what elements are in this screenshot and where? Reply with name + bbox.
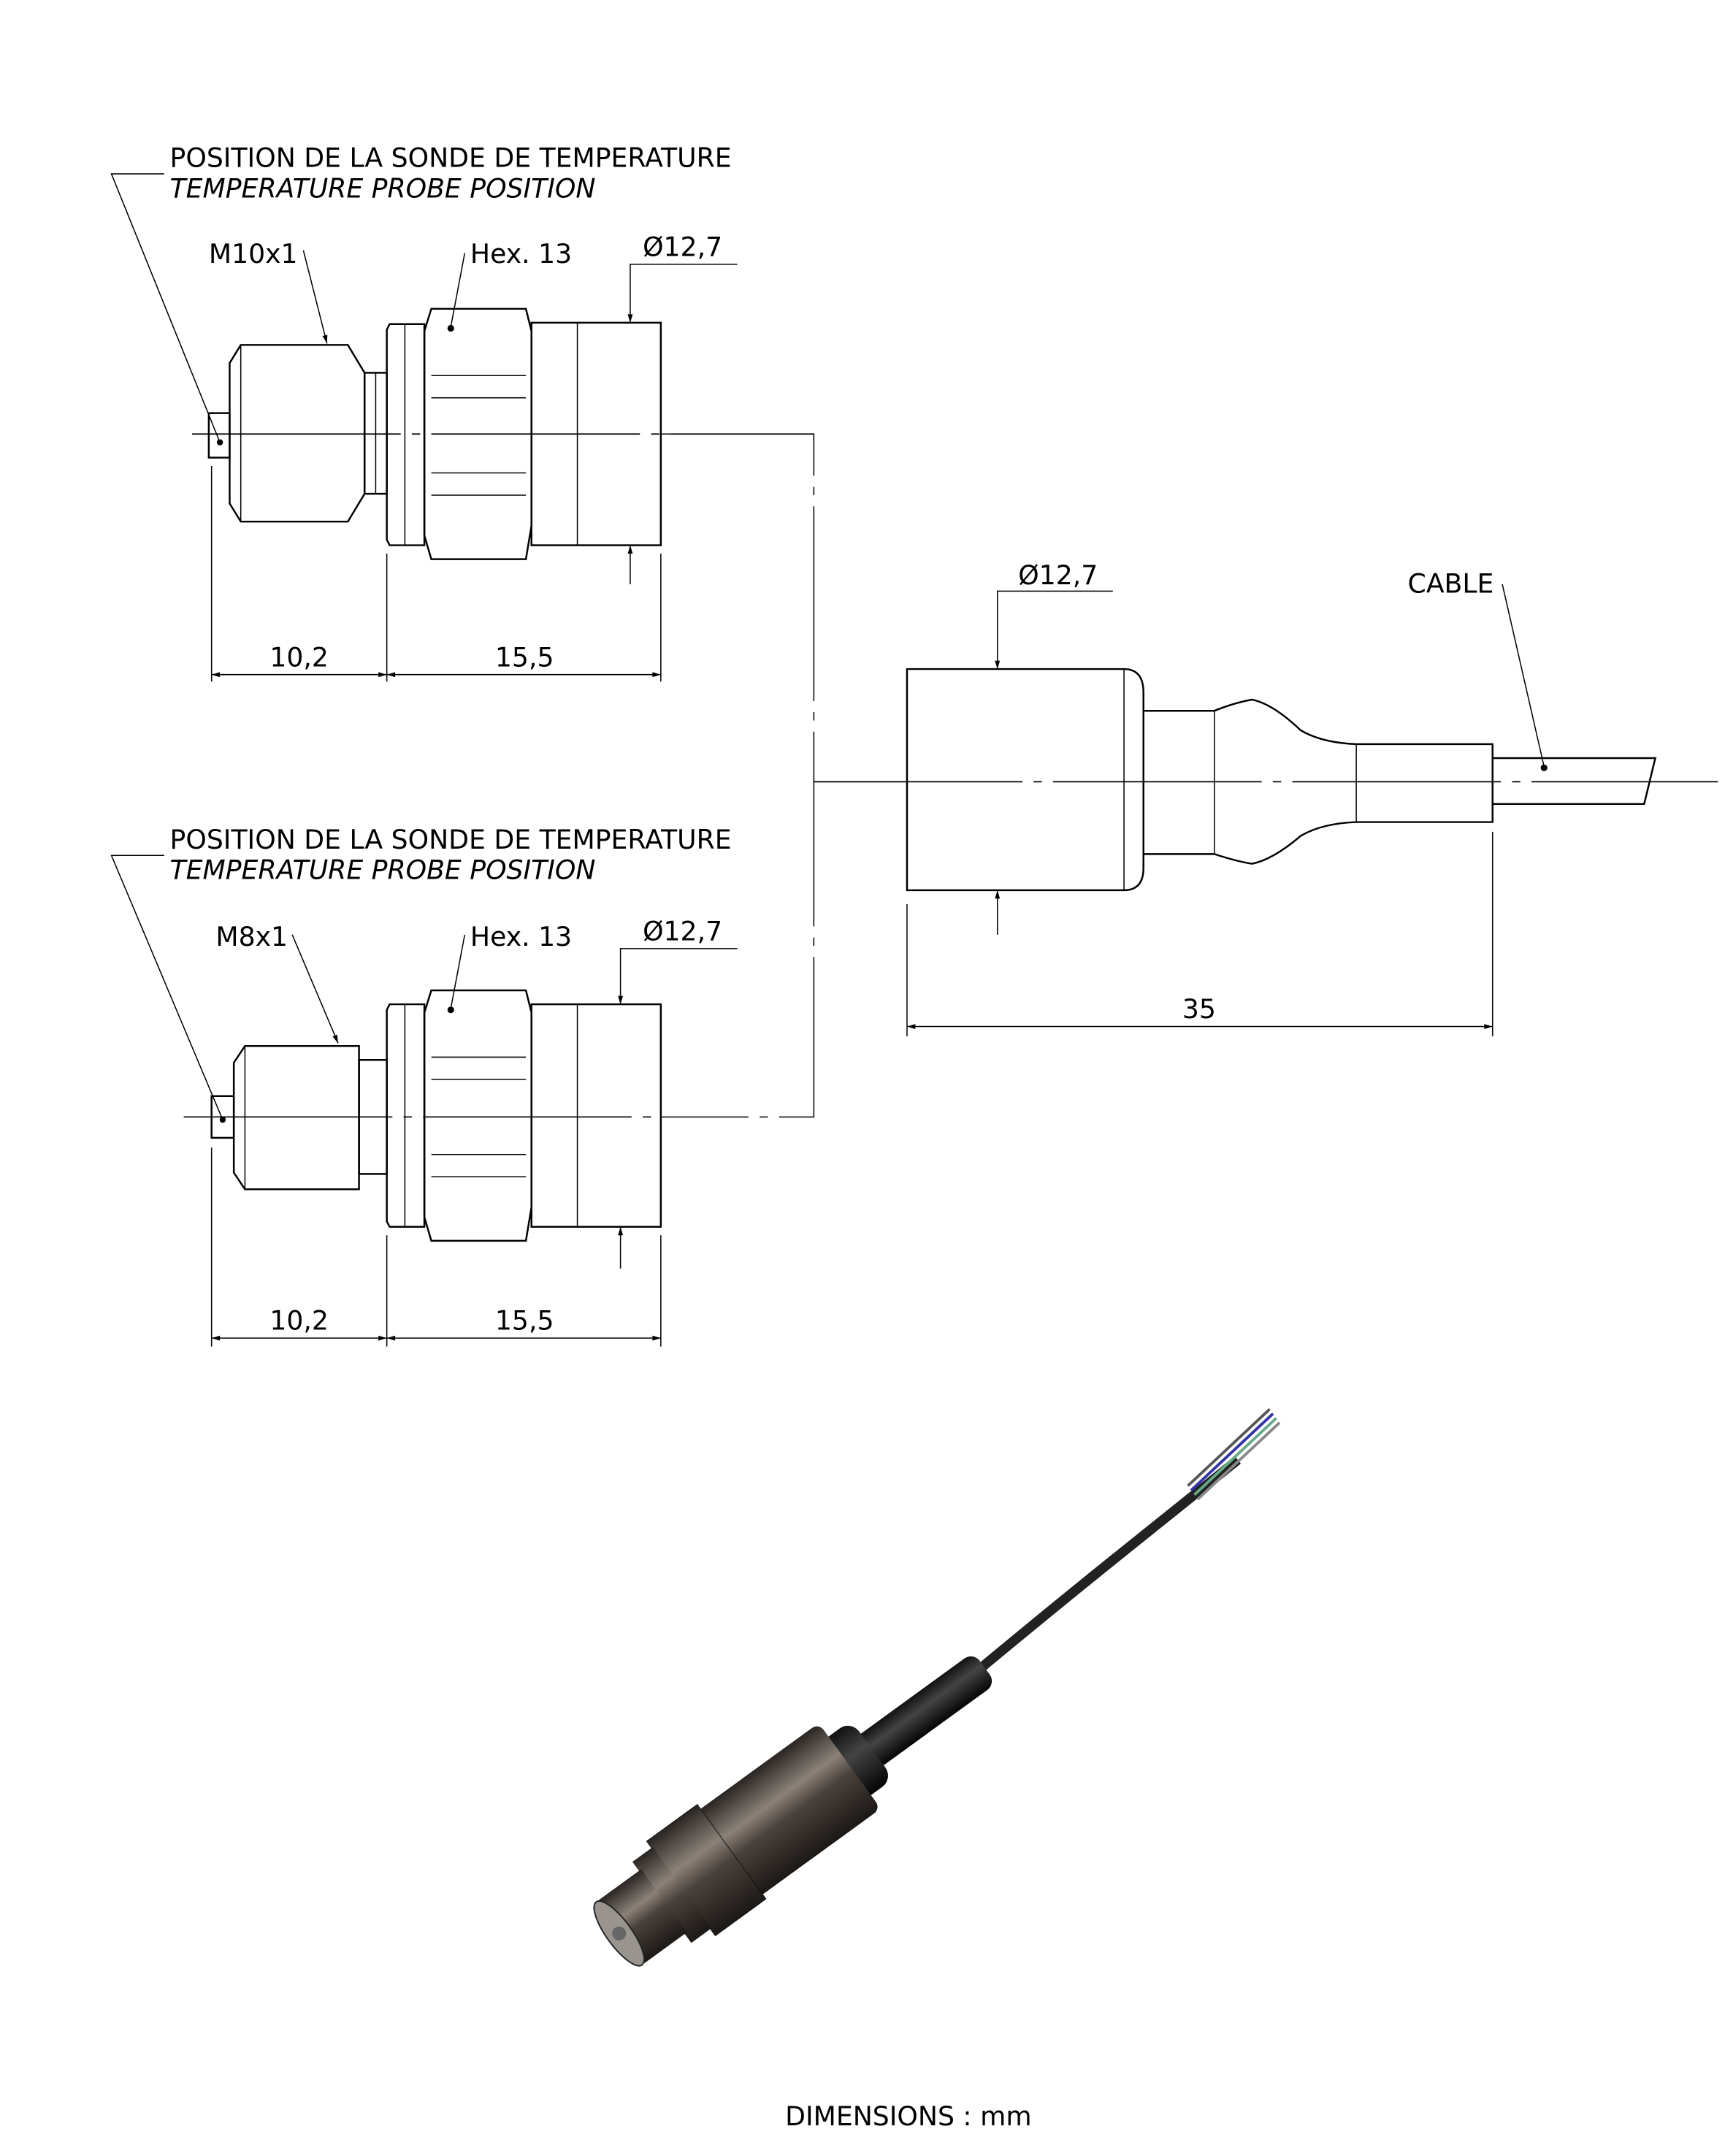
probe-position-label-fr: POSITION DE LA SONDE DE TEMPERATURE [170,824,732,855]
hex-label: Hex. 13 [470,238,572,270]
rear-view: Ø12,7 CABLE 35 [814,559,1718,1036]
diameter-label: Ø12,7 [1018,559,1098,591]
diameter-label: Ø12,7 [643,915,722,947]
dim-body-length: 15,5 [495,1305,554,1337]
probe-position-label-en: TEMPERATURE PROBE POSITION [170,172,596,204]
cable-label: CABLE [1408,567,1494,599]
dim-body-length: 15,5 [495,641,554,673]
side-view-m8: POSITION DE LA SONDE DE TEMPERATURE TEMP… [110,824,738,1347]
sensor-3d-render [593,1407,1281,1967]
dim-front-length: 10,2 [269,641,329,673]
probe-position-label-en: TEMPERATURE PROBE POSITION [170,855,596,886]
thread-label: M10x1 [209,238,298,270]
thread-label: M8x1 [215,921,288,952]
hex-label: Hex. 13 [470,921,572,952]
probe-leader [110,855,223,1120]
dim-total-length: 35 [1182,993,1216,1025]
probe-position-label-fr: POSITION DE LA SONDE DE TEMPERATURE [170,142,732,174]
diameter-label: Ø12,7 [643,231,722,262]
probe-leader [110,173,221,443]
dim-front-length: 10,2 [269,1305,329,1337]
side-view-m10: POSITION DE LA SONDE DE TEMPERATURE TEMP… [110,142,814,682]
dimensions-unit-note: DIMENSIONS : mm [785,2100,1031,2132]
